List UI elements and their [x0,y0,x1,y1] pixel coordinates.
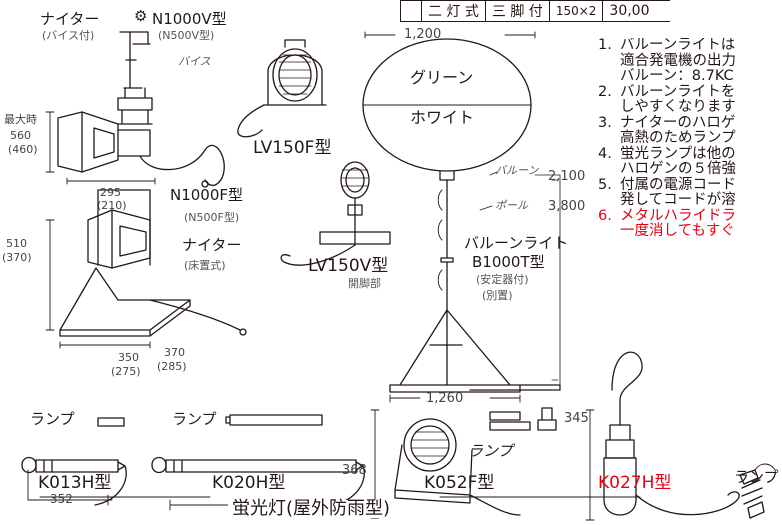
nighter-vise-height-alt: (460) [8,143,38,156]
nighter-floor-height-alt: (370) [2,251,32,264]
nighter-vise-drawing [45,31,225,188]
footer-title: 蛍光灯(屋外防雨型) [228,500,395,518]
note-line: 3. ナイターのハロゲ [598,114,782,132]
max-height-label: 最大時 [4,113,37,126]
note-line: 一度消してもすぐ [598,223,782,240]
nighter-vise-alt-model: (N500V型) [158,29,215,42]
note-line: しやすくなります [598,99,782,116]
nighter-floor-drawing [45,189,247,349]
note-text: 付属の電源コード [620,176,736,193]
table-cell-watts: 150×2 [548,0,604,22]
lv150f-drawing [237,39,327,138]
nighter-floor-height: 510 [6,237,27,250]
nighter-floor-sub: (床置式) [184,259,226,272]
nighter-vise-width-alt: (210) [97,199,127,212]
vise-label: バイス [178,55,211,68]
note-text: メタルハライドラ [620,207,736,224]
lv150f-model: LV150F型 [253,138,332,158]
balloon-green-label: グリーン [410,68,474,87]
balloon-light-drawing [362,31,561,403]
k027-dim: 345 [564,411,589,426]
note-text: ナイターのハロゲ [620,114,736,131]
nighter-floor-depth: 350 [118,351,139,364]
balloon-name: バルーンライト [464,234,569,252]
note-line: 2. バルーンライトを [598,83,782,101]
k020-lamp-label: ランプ [172,410,217,428]
note-text: ハロゲンの５倍強 [620,161,736,177]
pole-label: ポール [495,199,528,212]
k027-lamp-label: ランプ [734,468,779,486]
k020-model: K020H型 [212,473,286,493]
note-text: 適合発電機の出力 [620,52,736,69]
table-cell-blank [400,0,422,22]
k013-dim: 352 [50,492,73,506]
k013-drawing [21,417,127,506]
note-line: バルーン：8.7KC [598,68,782,85]
spec-table-row: 二 灯 式 三 脚 付 150×2 30,00 [400,0,670,22]
balloon-ballast: (安定器付) [476,273,529,286]
balloon-white-label: ホワイト [410,108,475,127]
note-text: バルーンライトは [620,38,736,53]
note-line: ハロゲンの５倍強 [598,161,782,178]
lv150v-drawing [280,161,391,266]
nighter-vise-sub: (バイス付) [42,29,95,42]
nighter-floor-depth-alt: (275) [111,365,141,378]
note-text: 一度消してもすぐ [620,223,735,239]
note-line: 1. バルーンライトは [598,38,782,54]
k052-dim: 368 [342,463,367,478]
k027-drawing [585,351,776,521]
balloon-height-max: 3,800 [548,199,586,214]
leg-label: 開脚部 [348,277,381,290]
note-line: 高熱のためランプ [598,130,782,147]
balloon-height-min: 2,100 [548,169,586,184]
balloon-part-label: バルーン [495,164,539,177]
note-number: 4. [598,145,612,162]
table-cell-price: 30,00 [602,0,670,22]
nighter-vise-name: ナイター [40,10,100,28]
note-line: 4. 蛍光ランプは他の [598,145,782,163]
balloon-separate: (別置) [482,289,513,302]
k052-lamp-label: ランプ [468,442,513,460]
nighter-vise-model: N1000V型 [152,10,227,28]
note-text: しやすくなります [620,99,736,115]
note-line: 適合発電機の出力 [598,52,782,70]
k013-lamp-label: ランプ [30,410,75,428]
k052-model: K052F型 [424,473,495,493]
k020-drawing [151,414,365,511]
balloon-width-base: 1,260 [426,391,464,406]
note-text: 蛍光ランプは他の [620,145,736,162]
note-number: 1. [598,38,612,53]
lv150v-model: LV150V型 [308,256,389,276]
note-line: 5. 付属の電源コード [598,176,782,194]
table-cell-stand: 三 脚 付 [484,0,550,22]
note-text: 高熱のためランプ [620,130,736,146]
balloon-model: B1000T型 [472,253,545,271]
nighter-floor-name: ナイター [182,236,242,254]
note-number: 2. [598,83,612,100]
nighter-vise-width: 295 [100,186,121,199]
nighter-floor-length: 370 [164,346,185,359]
k013-model: K013H型 [38,473,112,493]
table-cell-lamp-type: 二 灯 式 [421,0,486,22]
note-number: 3. [598,114,612,131]
note-text: バルーン：8.7KC [620,68,734,84]
nighter-floor-model: N1000F型 [170,186,244,204]
note-number: 6. [598,207,612,224]
note-line: 発してコードが溶 [598,192,782,209]
gear-icon: ⚙ [134,7,148,25]
note-text: バルーンライトを [620,83,736,100]
note-number: 5. [598,176,612,193]
note-line: 6. メタルハライドラ [598,207,782,225]
nighter-floor-length-alt: (285) [157,360,187,373]
nighter-floor-alt-model: (N500F型) [184,211,240,224]
notes-list: 1. バルーンライトは適合発電機の出力バルーン：8.7KC 2. バルーンライトをしや… [598,38,782,240]
nighter-vise-height: 560 [10,129,31,142]
k052-drawing [370,407,557,519]
note-text: 発してコードが溶 [620,192,736,208]
k027-model: K027H型 [598,473,672,493]
balloon-width-top: 1,200 [404,27,442,42]
